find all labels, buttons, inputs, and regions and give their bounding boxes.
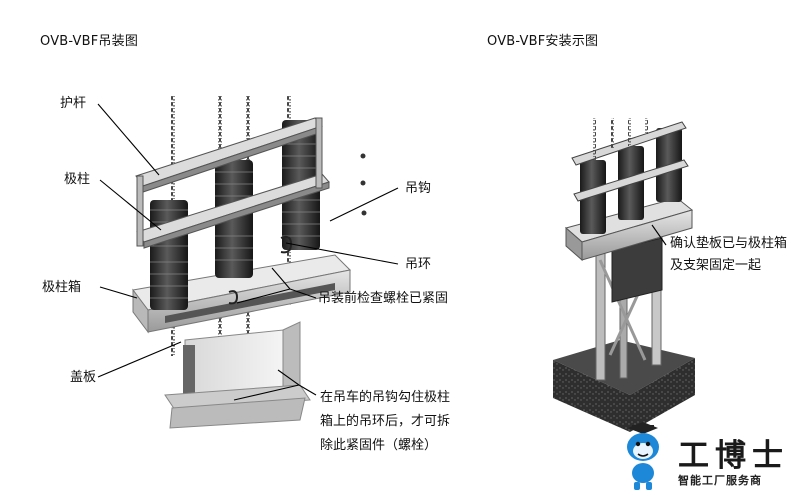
left-lifting-assembly [97,96,399,429]
brand-logo: 工博士 智能工厂服务商 [620,420,800,496]
label-guard-bar: 护杆 [60,96,87,111]
label-lifting-ring: 吊环 [405,257,432,272]
right-figure-title: OVB-VBF安装示图 [487,34,599,49]
logo-mascot-icon [627,422,659,490]
label-hook: 吊钩 [405,181,432,196]
label-pole: 极柱 [64,172,91,187]
right-installation-assembly [553,118,695,432]
label-installation-note: 确认垫板已与极柱箱及支架固定一起 [670,236,788,273]
label-check-bolts: 吊装前检查螺栓已紧固 [318,291,449,306]
label-pole-box: 极柱箱 [42,280,82,295]
left-figure-title: OVB-VBF吊装图 [40,34,139,49]
label-fastener-note: 在吊车的吊钩勾住极柱箱上的吊环后，才可拆除此紧固件（螺栓） [320,390,451,453]
label-cover-plate: 盖板 [70,370,97,385]
logo-tagline: 智能工厂服务商 [678,474,762,487]
logo-brand-text: 工博士 [678,438,789,474]
